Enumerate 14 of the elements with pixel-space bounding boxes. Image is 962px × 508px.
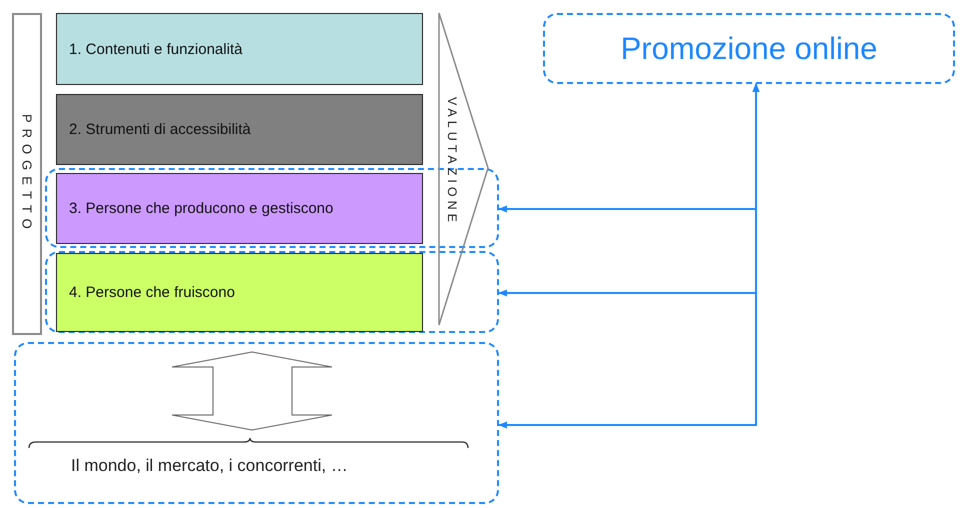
vertical-label: VALUTAZIONE [445, 97, 459, 226]
connector-arrow [498, 83, 760, 429]
category-box: 4. Persone che fruiscono [56, 253, 423, 332]
dashed-group [45, 251, 499, 333]
category-box: 3. Persone che producono e gestiscono [56, 173, 423, 244]
vertical-label: PROGETTO [20, 114, 34, 234]
dashed-box [543, 13, 955, 84]
caption-text: Il mondo, il mercato, i concorrenti, … [71, 456, 348, 476]
evaluation-triangle [438, 12, 490, 326]
dashed-box [14, 342, 499, 504]
category-box: 2. Strumenti di accessibilità [56, 94, 423, 165]
label-bar [12, 13, 42, 335]
category-box: 1. Contenuti e funzionalità [56, 13, 423, 85]
heading-text: Promozione online [620, 30, 878, 67]
